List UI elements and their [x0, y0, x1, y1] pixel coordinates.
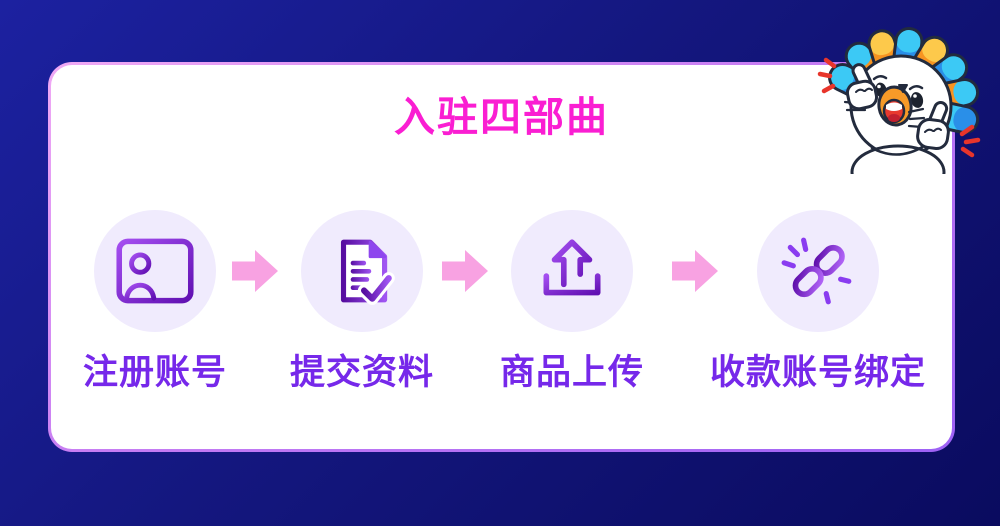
- arrow-right-icon: [672, 250, 718, 292]
- step-label: 商品上传: [499, 353, 645, 392]
- id-card-icon: [116, 238, 194, 304]
- chain-link-icon: [781, 237, 852, 305]
- onboarding-card: 入驻四部曲: [48, 62, 955, 452]
- thumbs-up-left: [845, 63, 879, 111]
- thumbs-up-right: [916, 101, 950, 151]
- mascot-body: [850, 144, 946, 174]
- arrow-right-icon: [232, 250, 278, 292]
- step-register-account: 注册账号: [83, 210, 226, 392]
- document-check-icon: [340, 239, 395, 305]
- arrow-right-icon: [442, 250, 488, 292]
- step-label: 收款账号绑定: [709, 353, 927, 392]
- step-upload-products: 商品上传: [500, 210, 643, 392]
- upload-icon: [543, 239, 601, 296]
- mascot-face: [872, 75, 924, 127]
- step-circle: [94, 210, 216, 332]
- step-label: 提交资料: [289, 353, 435, 392]
- page-title: 入驻四部曲: [394, 94, 609, 140]
- lion-mascot: [817, 26, 981, 174]
- step-circle: [511, 210, 633, 332]
- step-bind-payment-account: 收款账号绑定: [710, 210, 925, 392]
- step-submit-materials: 提交资料: [290, 210, 433, 392]
- emphasis-dashes: [817, 57, 981, 158]
- step-circle: [757, 210, 879, 332]
- step-circle: [301, 210, 423, 332]
- step-label: 注册账号: [82, 353, 228, 392]
- card-inner: 入驻四部曲: [51, 65, 952, 449]
